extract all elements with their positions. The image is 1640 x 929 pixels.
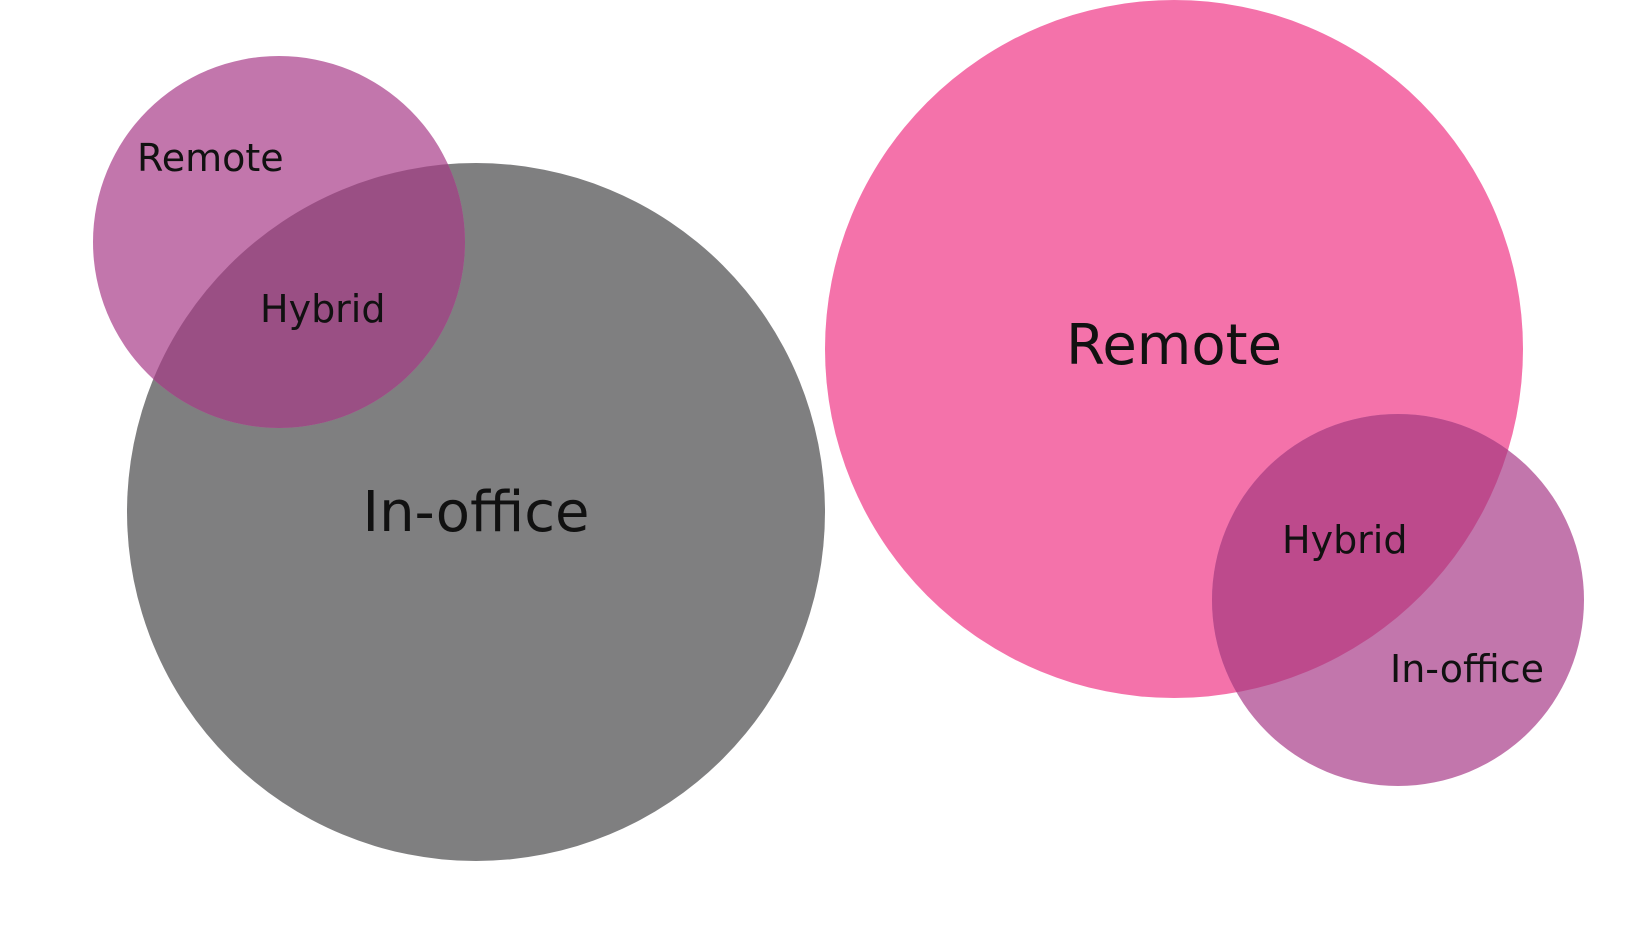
hybrid-overlap: [127, 163, 465, 428]
hybrid-overlap: [1212, 414, 1523, 698]
in-office-label: In-office: [1390, 647, 1544, 691]
in-office-label: In-office: [363, 480, 590, 545]
remote-label: Remote: [137, 136, 284, 180]
hybrid-label: Hybrid: [260, 287, 386, 331]
left-venn: Remote Hybrid In-office: [93, 56, 825, 861]
hybrid-label: Hybrid: [1282, 518, 1408, 562]
remote-label: Remote: [1066, 313, 1282, 378]
right-venn: Remote Hybrid In-office: [825, 0, 1584, 786]
